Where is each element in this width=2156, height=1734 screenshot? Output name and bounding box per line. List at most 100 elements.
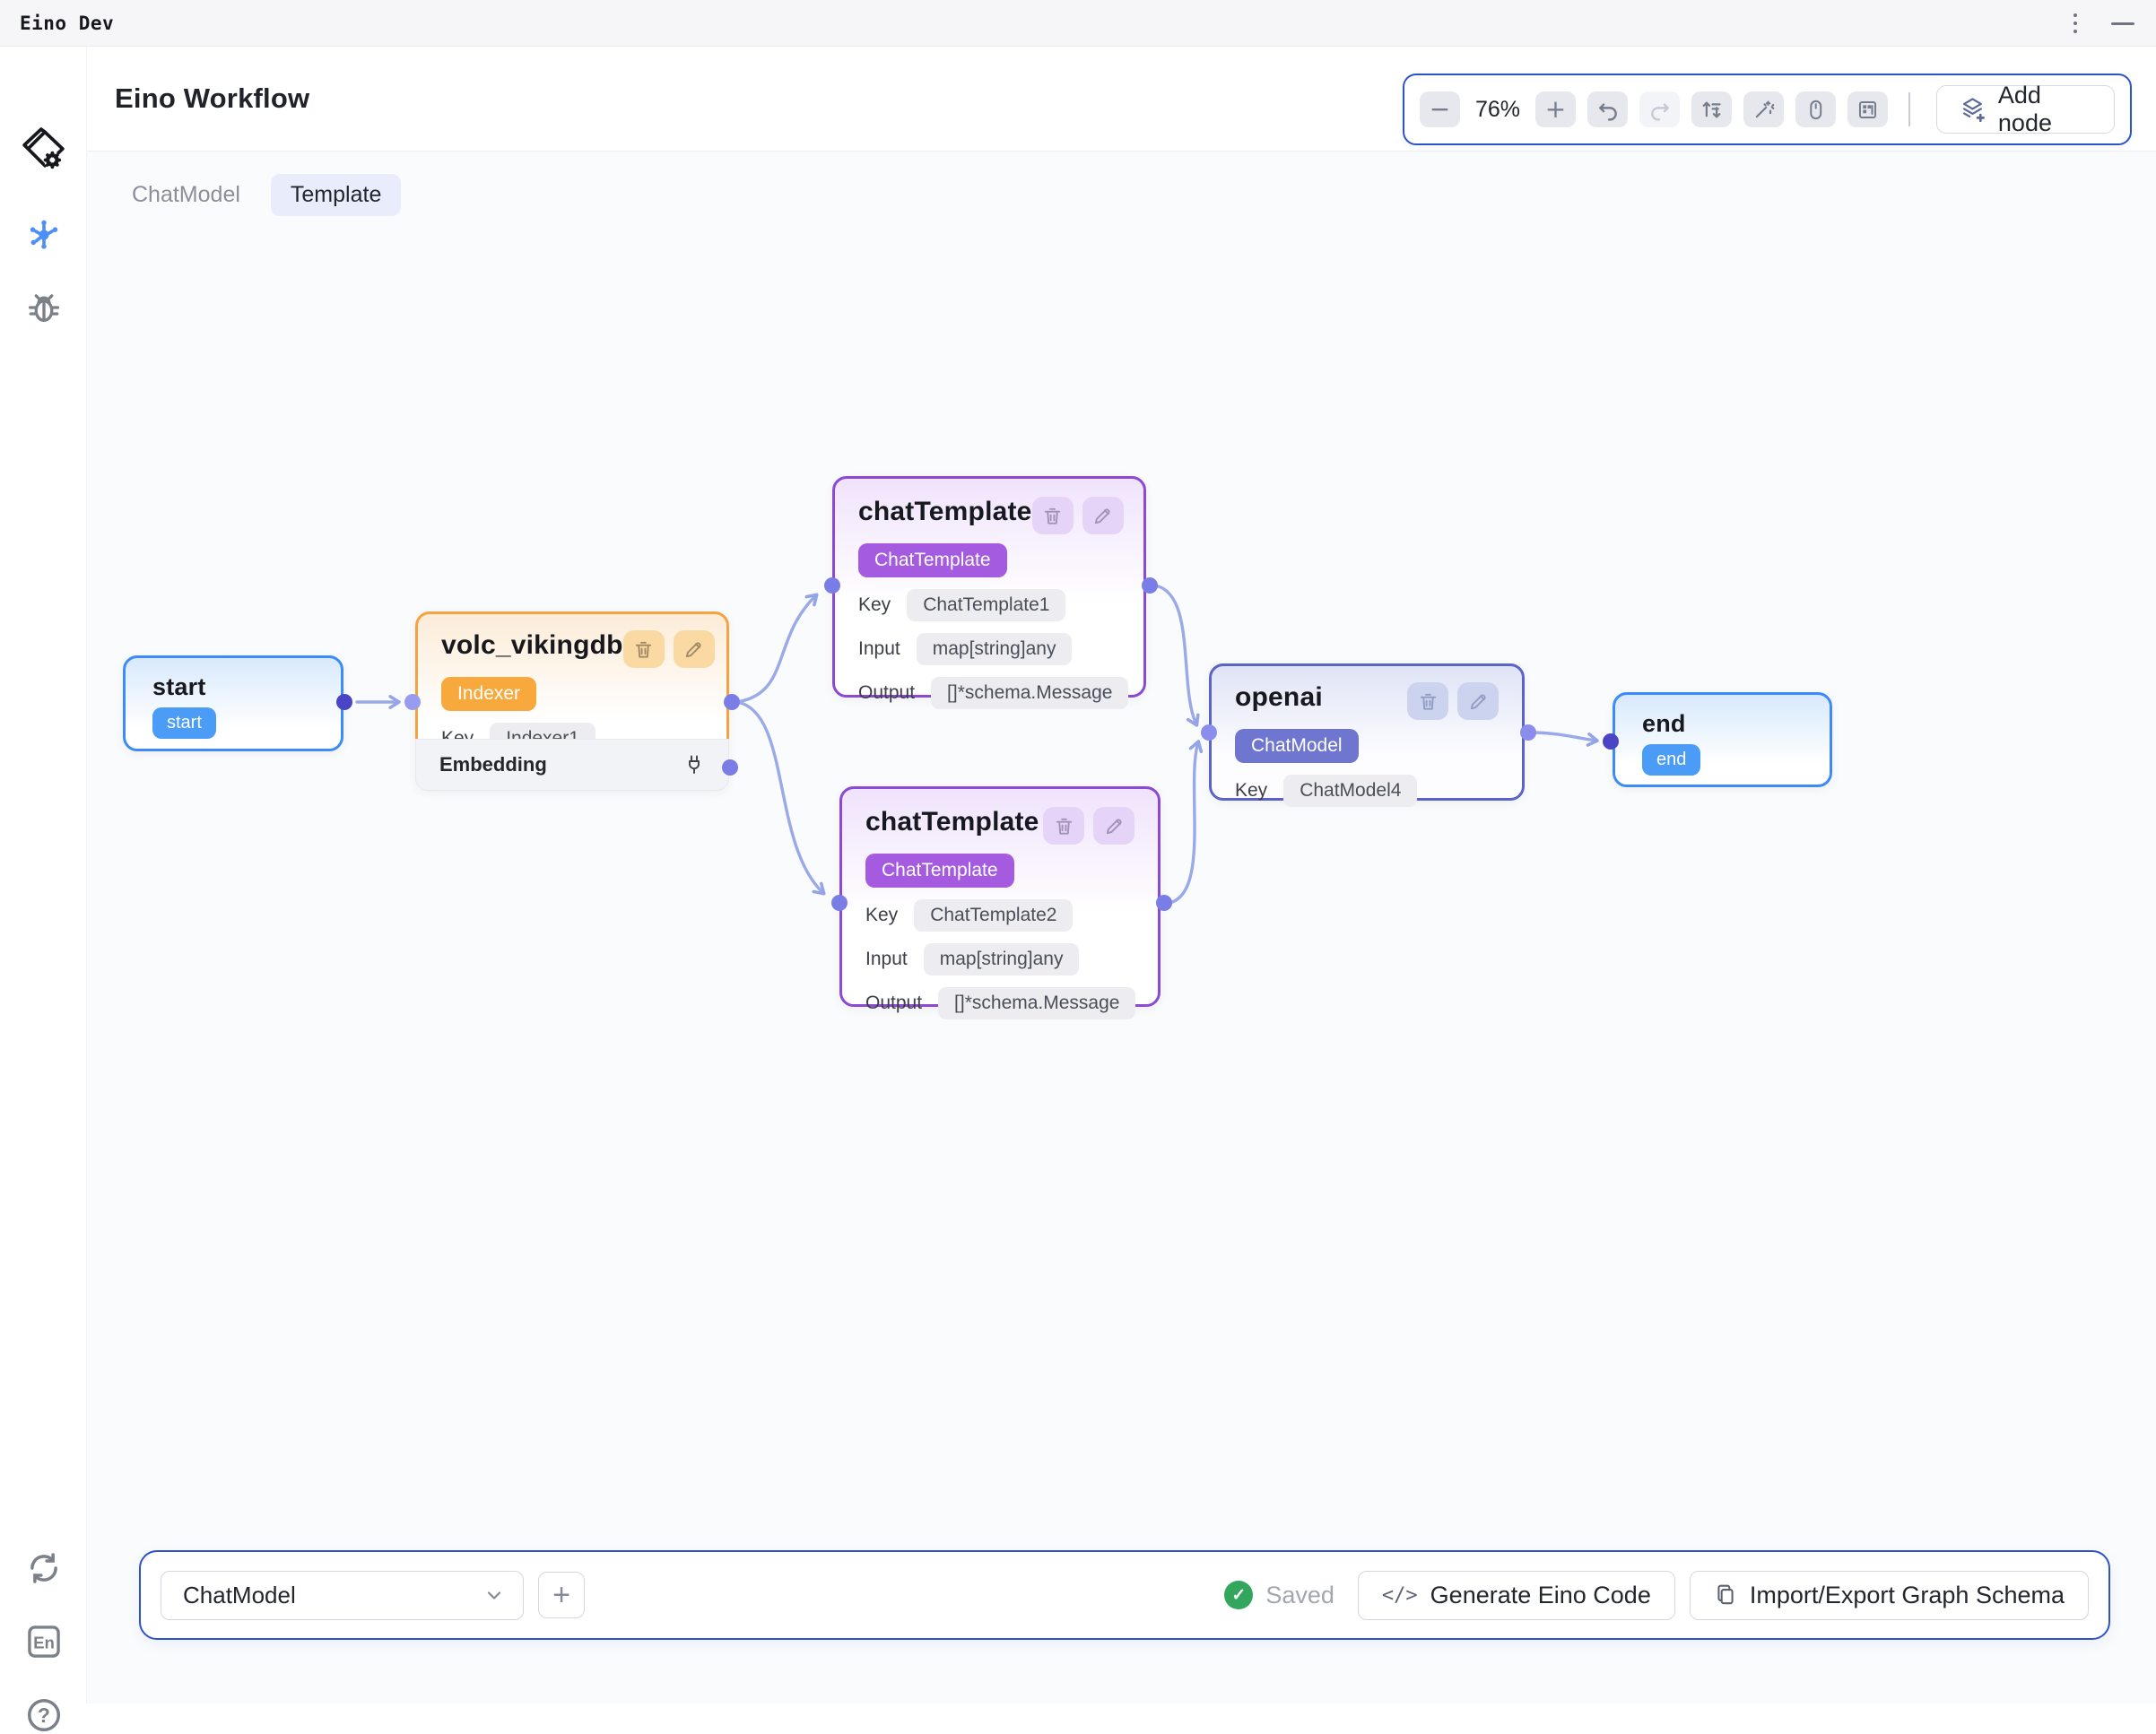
sidebar-refresh-icon[interactable] [0, 1549, 87, 1587]
tab-template[interactable]: Template [270, 174, 402, 216]
sidebar-item-debug[interactable] [0, 289, 87, 326]
magic-wand-button[interactable] [1743, 91, 1784, 127]
node-type-select[interactable]: ChatModel [161, 1570, 524, 1620]
node-type-badge: ChatTemplate [858, 543, 1007, 577]
node-chattemplate-2[interactable]: chatTemplate ChatTemplate Key ChatTempla… [839, 786, 1161, 1019]
row-label: Input [865, 949, 908, 969]
row-label: Key [858, 594, 891, 615]
delete-node-button[interactable] [1031, 497, 1074, 534]
add-node-quick-button[interactable]: + [538, 1572, 585, 1618]
node-type-badge: ChatTemplate [865, 854, 1014, 888]
node-title: chatTemplate [858, 497, 1032, 526]
window-titlebar: Eino Dev [0, 0, 2156, 47]
tab-chatmodel[interactable]: ChatModel [132, 182, 240, 207]
plug-icon [689, 755, 700, 774]
delete-node-button[interactable] [1407, 682, 1448, 720]
edge-chattemplate2-to-openai[interactable] [1168, 740, 1204, 905]
sort-layout-icon [1702, 101, 1721, 117]
row-label: Input [858, 638, 900, 659]
edge-volc-to-chattemplate1[interactable] [735, 593, 819, 704]
node-end[interactable]: end end [1613, 692, 1832, 787]
row-value-chip: []*schema.Message [938, 987, 1136, 1019]
import-export-label: Import/Export Graph Schema [1749, 1581, 2065, 1608]
node-title: start [152, 673, 206, 700]
saved-label: Saved [1265, 1581, 1334, 1608]
generate-code-label: Generate Eino Code [1430, 1581, 1651, 1608]
node-title: chatTemplate [865, 807, 1039, 837]
row-label: Output [865, 993, 923, 1013]
app-title: Eino Dev [20, 12, 115, 34]
pencil-icon [1470, 693, 1486, 709]
import-export-button[interactable]: Import/Export Graph Schema [1689, 1570, 2089, 1620]
edit-node-button[interactable] [1457, 682, 1499, 720]
edge-chattemplate1-to-openai[interactable] [1153, 584, 1200, 727]
mouse-icon [1810, 100, 1822, 119]
edit-node-button[interactable] [673, 630, 715, 668]
row-value-chip: ChatTemplate2 [914, 899, 1074, 932]
sidebar-help-icon[interactable]: ? [0, 1696, 87, 1734]
sidebar: En ? [0, 47, 87, 1732]
redo-button [1639, 91, 1680, 127]
chevron-down-icon [487, 1591, 501, 1600]
save-status: ✓ Saved [1224, 1581, 1343, 1609]
row-label: Key [865, 905, 899, 925]
sidebar-language-icon[interactable]: En [0, 1623, 87, 1660]
row-value-chip: ChatTemplate1 [907, 589, 1066, 621]
edit-node-button[interactable] [1093, 807, 1135, 845]
node-title: openai [1235, 682, 1323, 712]
generate-code-button[interactable]: </> Generate Eino Code [1357, 1570, 1675, 1620]
edge-openai-to-end[interactable] [1532, 731, 1599, 747]
zoom-in-button[interactable]: + [1535, 91, 1576, 127]
row-value-chip: map[string]any [916, 633, 1073, 665]
workflow-tabs: ChatModel Template [119, 174, 402, 216]
section-label: Embedding [439, 753, 547, 776]
layers-plus-icon [1962, 98, 1985, 123]
pencil-icon [686, 641, 701, 657]
auto-layout-button[interactable] [1691, 91, 1732, 127]
edge-volc-to-chattemplate2[interactable] [735, 700, 826, 896]
trash-icon [1420, 693, 1436, 710]
trash-icon [636, 641, 652, 658]
window-menu-icon[interactable] [2070, 10, 2081, 37]
delete-node-button[interactable] [622, 630, 665, 668]
magic-wand-icon [1755, 100, 1774, 118]
add-node-button[interactable]: Add node [1936, 82, 2115, 136]
eino-logo-icon[interactable] [0, 127, 87, 172]
svg-text:?: ? [38, 1704, 50, 1727]
embedding-section[interactable]: Embedding [415, 739, 729, 791]
node-type-badge: Indexer [441, 677, 537, 711]
trash-icon [1056, 818, 1072, 835]
node-type-badge: ChatModel [1235, 729, 1359, 763]
node-chattemplate-1[interactable]: chatTemplate ChatTemplate Key ChatTempla… [832, 476, 1146, 709]
row-value-chip: []*schema.Message [931, 677, 1129, 709]
toolbar-divider [1908, 92, 1910, 126]
row-label: Key [1235, 780, 1268, 801]
pencil-icon [1106, 818, 1122, 834]
node-type-select-value: ChatModel [183, 1581, 296, 1608]
panel-grid-icon [1858, 100, 1877, 118]
node-start[interactable]: start start [123, 655, 343, 751]
node-openai[interactable]: openai ChatModel Key ChatModel4 [1209, 663, 1525, 807]
sidebar-item-workflow[interactable] [0, 215, 87, 255]
add-node-label: Add node [1997, 82, 2052, 136]
node-type-badge: end [1642, 744, 1701, 776]
undo-button[interactable] [1587, 91, 1628, 127]
trash-icon [1044, 507, 1061, 525]
node-volc-vikingdb[interactable]: volc_vikingdb Indexer Key Indexer1 Emb [415, 611, 729, 791]
bottom-action-bar: ChatModel + ✓ Saved </> Generate Eino Co… [139, 1550, 2110, 1640]
row-value-chip: map[string]any [923, 943, 1080, 975]
pan-mode-button[interactable] [1795, 91, 1836, 127]
svg-text:En: En [33, 1633, 55, 1652]
window-minimize-icon[interactable] [2111, 22, 2134, 25]
zoom-out-button[interactable]: − [1420, 91, 1460, 127]
code-icon: </> [1381, 1583, 1418, 1607]
node-type-badge: start [152, 707, 216, 739]
panel-toggle-button[interactable] [1847, 91, 1888, 127]
row-label: Output [858, 682, 916, 703]
node-title: volc_vikingdb [441, 630, 623, 660]
delete-node-button[interactable] [1043, 807, 1084, 845]
undo-icon [1598, 103, 1617, 121]
pencil-icon [1094, 507, 1110, 524]
edit-node-button[interactable] [1082, 497, 1124, 534]
